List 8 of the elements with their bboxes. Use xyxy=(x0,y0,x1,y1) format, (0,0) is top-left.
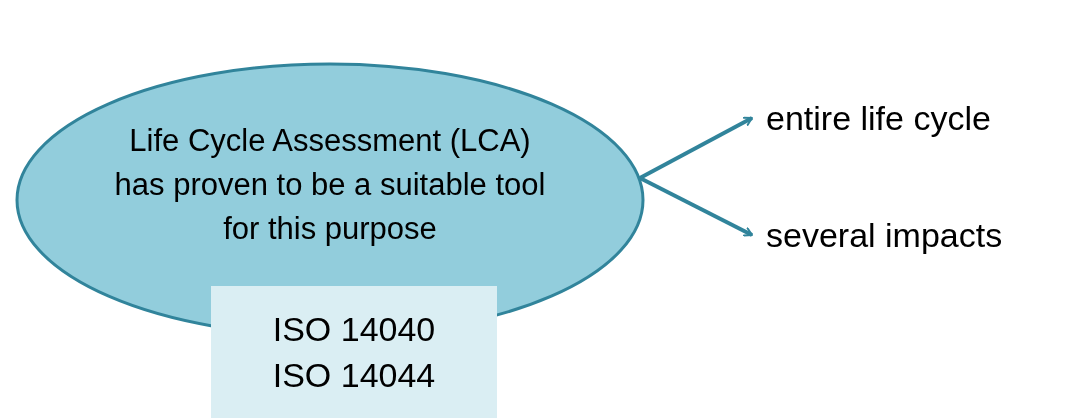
standard-label: ISO 14040 xyxy=(272,309,436,350)
arrow xyxy=(638,116,753,180)
arrow xyxy=(639,176,753,237)
standards-box xyxy=(211,286,497,418)
standard-label: ISO 14044 xyxy=(272,355,436,396)
outcome-label: entire life cycle xyxy=(766,98,991,138)
ellipse-text: Life Cycle Assessment (LCA) has proven to be a suitable tool for this purpose xyxy=(113,122,547,248)
outcome-label: several impacts xyxy=(766,215,1003,255)
